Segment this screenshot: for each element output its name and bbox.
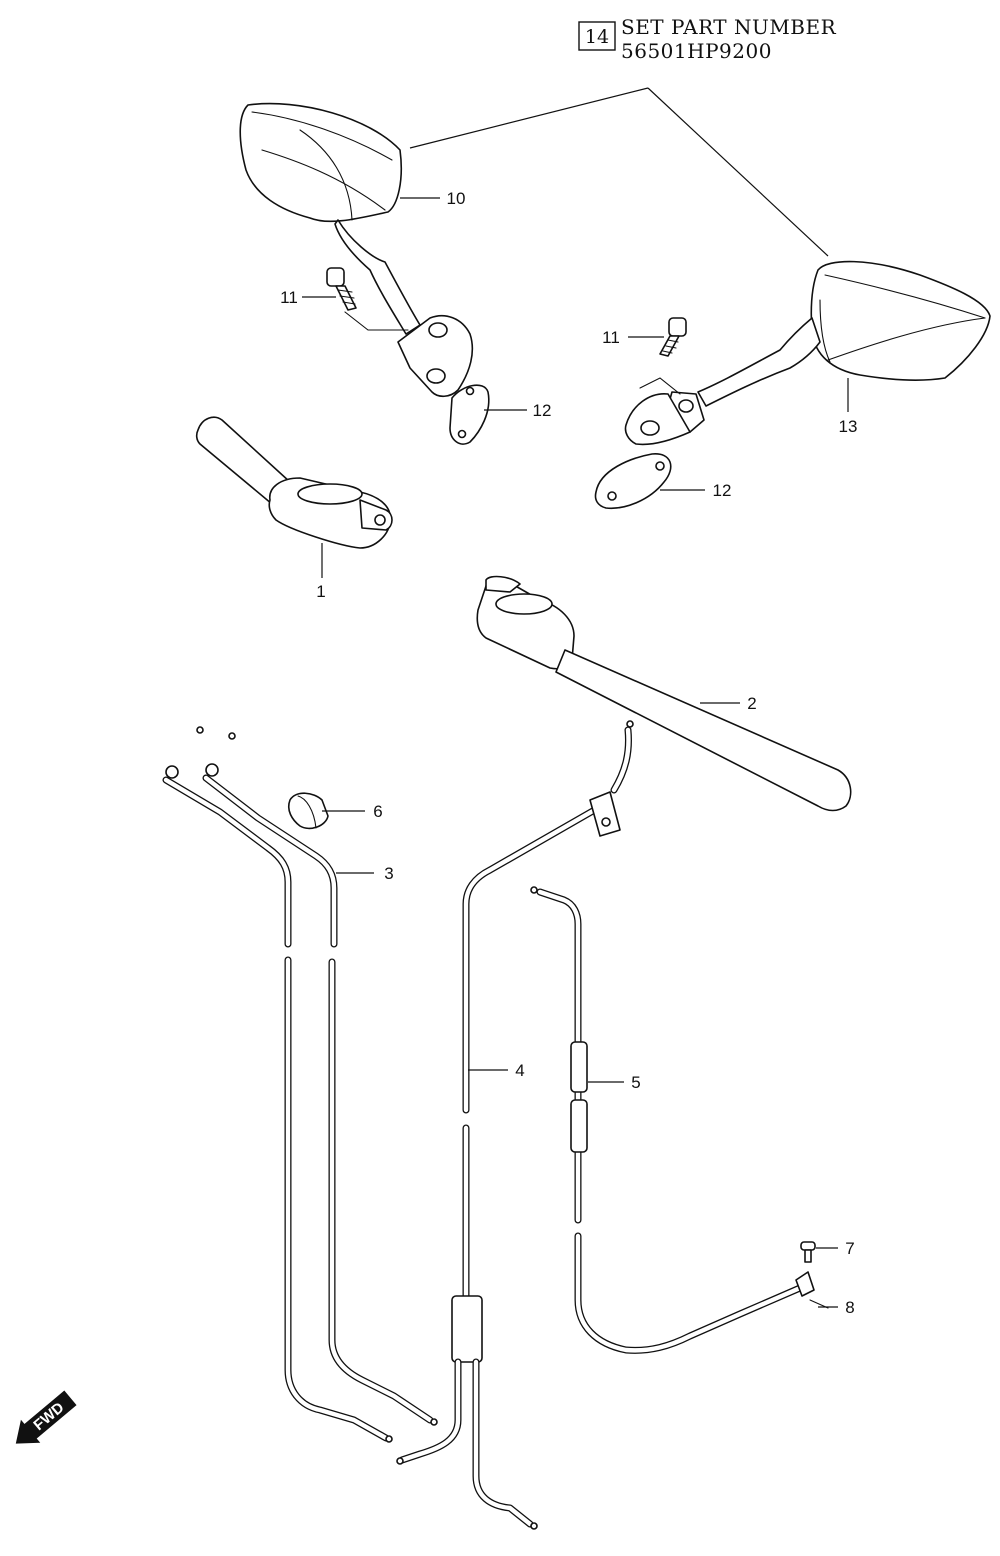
callout-leaders (302, 197, 849, 1308)
callout-12-right: 12 (713, 481, 732, 500)
callout-3: 3 (384, 864, 393, 883)
callout-11-left: 11 (280, 288, 298, 307)
set-ref-number: 14 (585, 26, 609, 48)
cable-4 (396, 720, 634, 1530)
screw-7 (800, 1241, 816, 1263)
callout-13: 13 (839, 417, 858, 436)
cable-collar (287, 792, 329, 830)
callout-6: 6 (373, 802, 382, 821)
set-part-number: 56501HP9200 (621, 39, 772, 63)
left-handlebar (195, 416, 393, 549)
callout-7: 7 (845, 1239, 854, 1258)
cable-5 (530, 886, 804, 1354)
set-bracket-lines (409, 87, 829, 257)
set-part-number-block: 14 SET PART NUMBER 56501HP9200 (578, 15, 837, 63)
callout-12-left: 12 (533, 401, 552, 420)
left-mirror-assembly (239, 102, 474, 398)
fwd-arrow-icon: FWD (15, 1390, 77, 1444)
left-mirror-gasket (449, 384, 490, 445)
callout-5: 5 (631, 1073, 640, 1092)
cable-end-bracket (795, 1271, 815, 1297)
throttle-cables (162, 726, 438, 1443)
callout-8: 8 (845, 1298, 854, 1317)
right-mirror-bolt (659, 317, 687, 357)
callout-2: 2 (747, 694, 756, 713)
callout-labels: 10 11 12 11 13 12 1 2 6 3 4 5 7 8 (280, 189, 857, 1317)
callout-4: 4 (515, 1061, 524, 1080)
callout-10: 10 (447, 189, 466, 208)
right-mirror-assembly (624, 260, 991, 446)
right-mirror-gasket (594, 453, 672, 510)
set-ref-box (578, 21, 616, 51)
right-handlebar (476, 575, 852, 812)
left-mirror-bolt (326, 267, 357, 311)
set-title: SET PART NUMBER (621, 15, 837, 39)
callout-11-right: 11 (602, 328, 620, 347)
callout-1: 1 (316, 582, 325, 601)
